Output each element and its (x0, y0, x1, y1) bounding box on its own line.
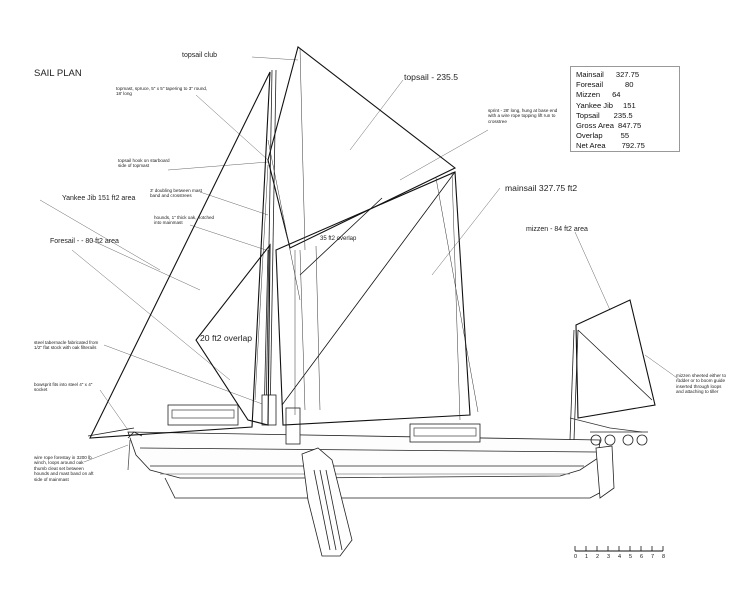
area-row: Foresail 80 (576, 80, 679, 90)
area-value: 327.75 (615, 70, 640, 79)
scale-bar: 0 1 2 3 4 5 6 7 8 (574, 544, 670, 568)
scale-tick-label: 0 (574, 554, 578, 560)
area-row: Mainsail 327.75 (576, 70, 679, 80)
leader-lines (39, 56, 681, 463)
scale-tick-label: 7 (651, 554, 655, 560)
label-foresail: Foresail - - 80 ft2 area (50, 238, 119, 245)
masts (261, 69, 579, 441)
area-name: Topsail (576, 110, 600, 120)
area-name: Overlap (576, 131, 603, 141)
label-topsail-club: topsail club (182, 52, 218, 59)
area-row: Topsail 235.5 (576, 111, 679, 121)
scale-tick-label: 6 (640, 554, 644, 560)
area-value: 792.75 (621, 141, 645, 151)
note-hounds: hounds, 1" thick oak, notched into mainm… (154, 215, 215, 226)
area-row: Overlap 55 (576, 131, 679, 141)
topsail-outline (267, 46, 457, 249)
label-mainsail: mainsail 327.75 ft2 (505, 183, 578, 193)
area-row: Mizzen 64 (576, 90, 679, 100)
area-name: Foresail (576, 80, 604, 90)
area-value: 80 (625, 80, 634, 90)
note-forestay: wire rope forestay in 3200 lb winch, loo… (34, 455, 94, 482)
area-name: Yankee Jib (576, 100, 614, 110)
mainsail-outline (275, 171, 471, 426)
sail-area-table: Mainsail 327.75 Foresail 80 Mizzen 64 Yanke… (570, 66, 680, 152)
note-topmast: topmast, spruce, 5" x 5" tapering to 3" … (116, 86, 208, 97)
area-value: 64 (612, 90, 621, 100)
scale-tick-label: 8 (662, 554, 666, 560)
label-overlap-35: 35 ft2 overlap (320, 236, 357, 242)
area-row: Net Area 792.75 (576, 141, 679, 151)
mizzen-outline (575, 299, 656, 419)
area-name: Mizzen (576, 90, 601, 100)
note-tabernacle: steel tabernacle fabricated from 1/2" fl… (34, 340, 99, 351)
hull (87, 404, 648, 557)
foresail-outline (195, 243, 271, 426)
note-doubling: 3' doubling between mast band and crosst… (150, 188, 202, 199)
note-topsail-hook: topsail hook on starboard side of topmas… (118, 158, 170, 169)
note-bowsprit: bowsprit fits into steel 4" x 4" socket (34, 382, 93, 393)
scale-tick-label: 1 (585, 554, 589, 560)
yankee-jib-outline (89, 71, 271, 439)
scale-tick-label: 5 (629, 554, 633, 560)
sails (89, 46, 656, 439)
label-overlap-20: 20 ft2 overlap (200, 333, 253, 343)
scale-tick-label: 3 (607, 554, 611, 560)
label-topsail: topsail - 235.5 (404, 72, 458, 82)
scale-tick-label: 4 (618, 554, 622, 560)
area-value: 847.75 (617, 121, 642, 131)
area-value: 235.5 (613, 110, 633, 120)
area-name: Gross Area (576, 121, 614, 131)
area-value: 55 (620, 131, 630, 141)
drawing-title: SAIL PLAN (34, 68, 82, 79)
scale-tick-label: 2 (596, 554, 600, 560)
area-value: 151 (623, 100, 636, 110)
note-sprit: sprint - 28' long, hung at base end with… (488, 108, 558, 124)
area-name: Mainsail (576, 70, 604, 79)
note-mizzen-sheet: mizzen sheeted either to rudder or to bo… (676, 373, 727, 395)
scale-bar-graphic (574, 546, 664, 552)
label-mizzen: mizzen - 84 ft2 area (526, 226, 588, 233)
area-name: Net Area (576, 141, 606, 151)
rigging (254, 47, 479, 421)
area-row: Yankee Jib 151 (576, 101, 679, 111)
label-yankee-jib: Yankee Jib 151 ft2 area (62, 195, 136, 202)
